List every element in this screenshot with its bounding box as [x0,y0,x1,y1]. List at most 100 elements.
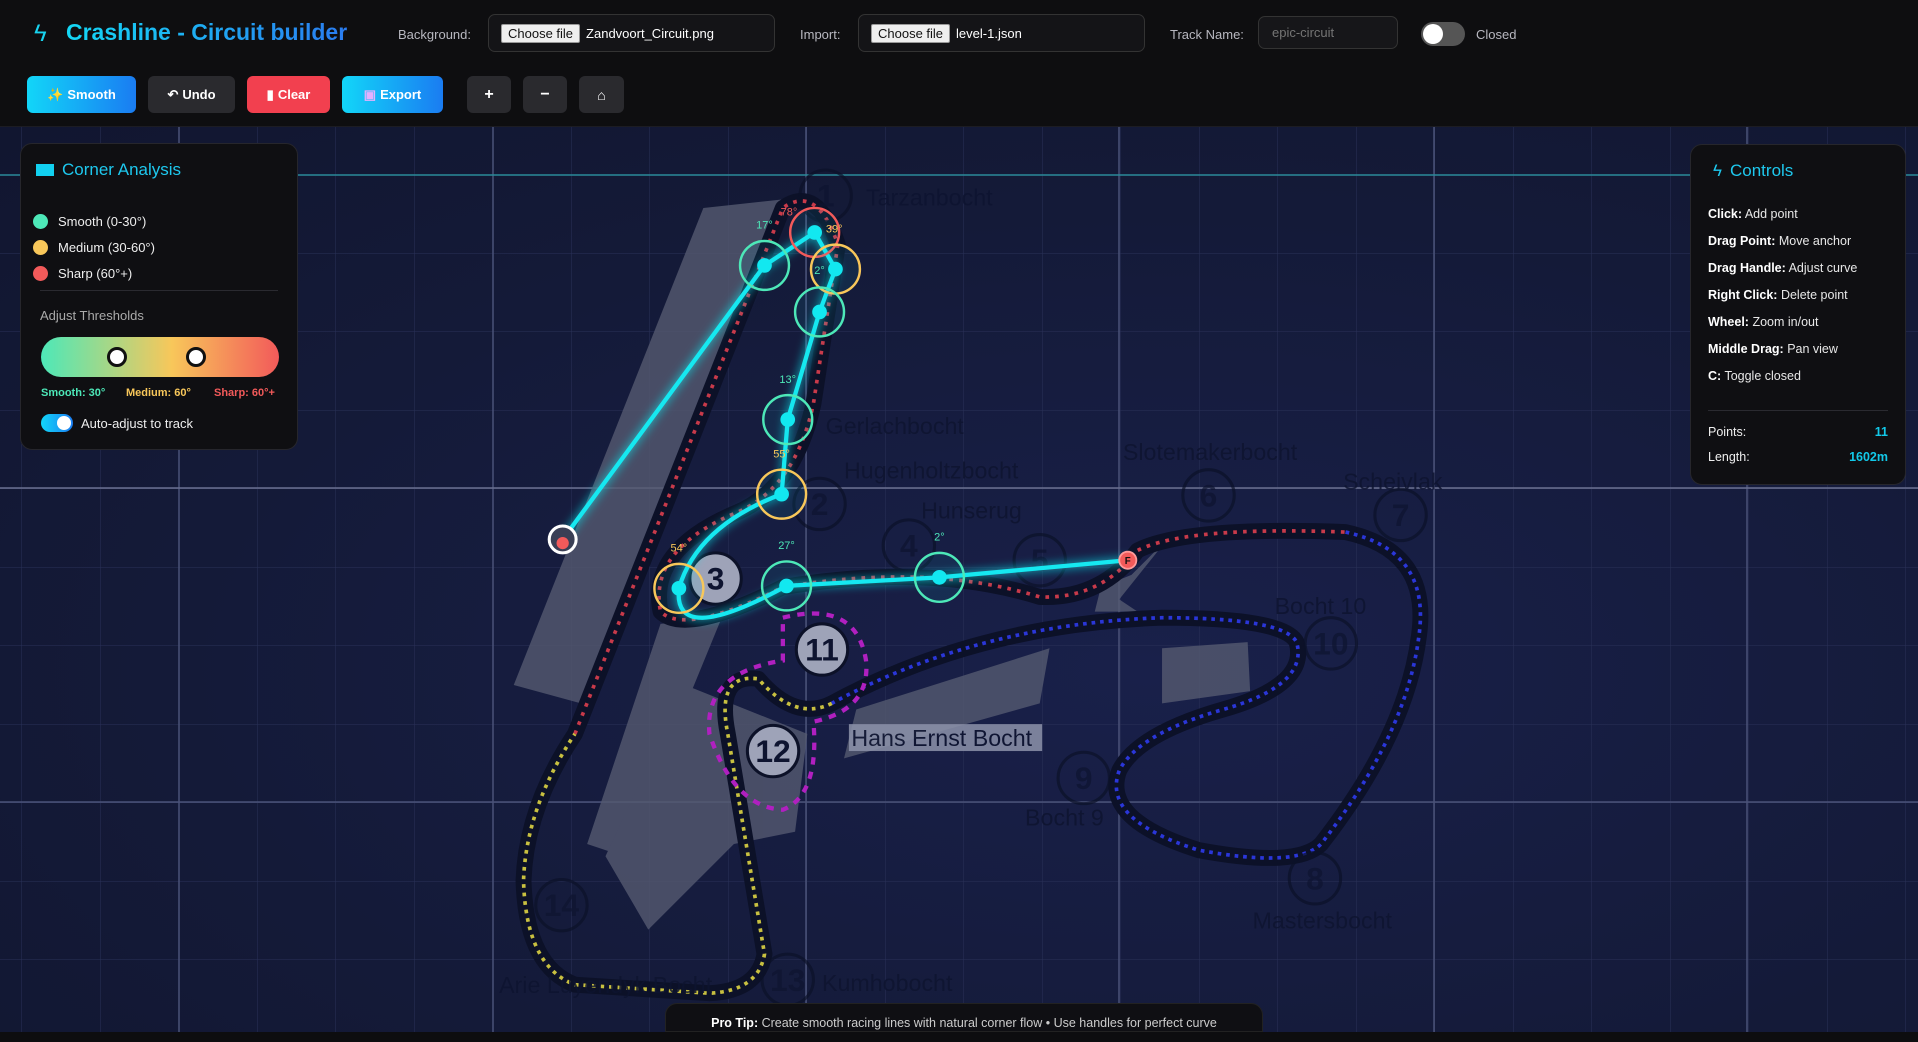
threshold-slider[interactable] [41,337,279,377]
control-item: Drag Handle: Adjust curve [1708,261,1858,275]
corner-number: 8 [1306,860,1324,896]
corner-number: 12 [755,733,790,769]
track-point[interactable]: 27° [760,540,813,612]
clear-button[interactable]: ▮Clear [247,76,330,113]
control-item: Wheel: Zoom in/out [1708,315,1819,329]
corner-name: Mastersbocht [1253,907,1393,933]
highlight-zone [706,611,869,812]
corner-number: 9 [1075,760,1093,796]
corner-angle-label: 55° [773,448,790,460]
corner-number: 13 [770,962,805,998]
corner-number: 4 [900,528,918,564]
corner-number: 14 [544,887,580,923]
import-file-input[interactable]: Choose file level-1.json [858,14,1145,52]
corner-name: Arie Luyendyk Bocht [499,972,713,998]
corner-marker: 10 [1303,616,1359,671]
corner-marker: 2 [792,476,847,532]
closed-label: Closed [1476,27,1517,42]
background-file-name: Zandvoort_Circuit.png [586,25,714,41]
corner-marker: 14 [534,877,589,933]
app-title: Crashline - Circuit builder [66,19,348,45]
corner-marker: 6 [1181,468,1236,523]
corner-analysis-header: Corner Analysis [36,160,181,180]
corner-name: Scheivlak [1343,468,1443,494]
length-value: 1602m [1849,450,1888,464]
control-item: Middle Drag: Pan view [1708,342,1838,356]
track-name-input[interactable] [1258,16,1398,49]
track-point[interactable]: F [1118,550,1138,570]
corner-number: 11 [805,632,839,668]
medium-threshold-value: Medium: 60° [126,387,191,399]
track-point[interactable]: 2° [913,532,966,604]
corner-name: Bocht 9 [1025,805,1104,831]
trash-icon: ▮ [266,86,274,102]
smooth-threshold-handle[interactable] [107,347,127,367]
choose-file-button[interactable]: Choose file [871,23,951,43]
export-button[interactable]: ▣Export [342,76,443,113]
auto-adjust-label: Auto-adjust to track [81,416,193,431]
corner-marker: 11 [794,622,850,677]
corner-marker: 8 [1287,851,1343,906]
import-file-name: level-1.json [956,25,1022,41]
corner-analysis-panel: Corner Analysis Smooth (0-30°) Medium (3… [20,143,298,450]
closed-toggle[interactable] [1421,22,1465,46]
corner-angle-label: 78° [781,206,798,218]
corner-name: Bocht 10 [1275,593,1367,619]
smooth-threshold-value: Smooth: 30° [41,387,106,399]
track-point[interactable]: 2° [793,265,846,338]
corner-number: 10 [1313,625,1348,661]
thresholds-title: Adjust Thresholds [40,308,144,323]
circuit-track [515,193,1429,1002]
medium-threshold-handle[interactable] [186,347,206,367]
name-highlight [848,724,1043,752]
chart-icon [36,164,54,176]
track-point[interactable] [547,524,578,555]
track-point[interactable]: 13° [762,374,814,446]
track-point[interactable]: 17° [738,220,791,292]
corner-marker: 4 [881,518,937,573]
corner-name: Gerlachbocht [826,413,965,439]
choose-file-button[interactable]: Choose file [501,23,581,43]
background-label: Background: [398,27,471,42]
track-point[interactable]: 54° [653,543,705,615]
zoom-in-button[interactable]: + [467,76,511,113]
lightning-icon: ϟ [1713,161,1722,180]
corner-angle-label: 27° [778,540,795,552]
auto-adjust-toggle[interactable] [41,414,73,432]
legend-smooth: Smooth (0-30°) [33,208,155,234]
track-point[interactable]: 55° [755,448,808,520]
corner-name: Hunserug [921,498,1022,524]
import-label: Import: [800,27,841,42]
smooth-button[interactable]: ✨Smooth [27,76,136,113]
corner-marker: 7 [1373,487,1428,543]
corner-number: 3 [707,561,725,597]
finish-marker: F [1125,556,1131,567]
corner-angle-label: 2° [934,532,945,544]
legend: Smooth (0-30°) Medium (30-60°) Sharp (60… [33,208,155,286]
corner-name: Tarzanbocht [866,184,993,210]
divider [40,290,278,291]
home-view-button[interactable]: ⌂ [579,76,624,113]
corner-name: Slotemakerbocht [1123,439,1298,465]
background-file-input[interactable]: Choose file Zandvoort_Circuit.png [488,14,775,52]
corner-marker: 12 [745,723,801,779]
points-value: 11 [1874,425,1888,439]
track-points[interactable]: 17° 78° 39° 2° 13° 55° 54° 27° 2° F [547,206,1138,615]
undo-button[interactable]: ↶Undo [148,76,235,113]
legend-medium: Medium (30-60°) [33,234,155,260]
corner-names: TarzanbochtGerlachbochtHugenholtzbochtHu… [499,184,1443,998]
divider [1708,410,1888,411]
track-point[interactable]: 39° [809,223,862,295]
corner-angle-label: 39° [826,223,843,235]
corner-number: 6 [1200,477,1218,513]
zoom-out-button[interactable]: − [523,76,567,113]
sharp-threshold-value: Sharp: 60°+ [214,387,275,399]
corner-name: Hans Ernst Bocht [851,725,1032,751]
control-item: C: Toggle closed [1708,369,1801,383]
corner-marker: 1 [798,168,853,223]
